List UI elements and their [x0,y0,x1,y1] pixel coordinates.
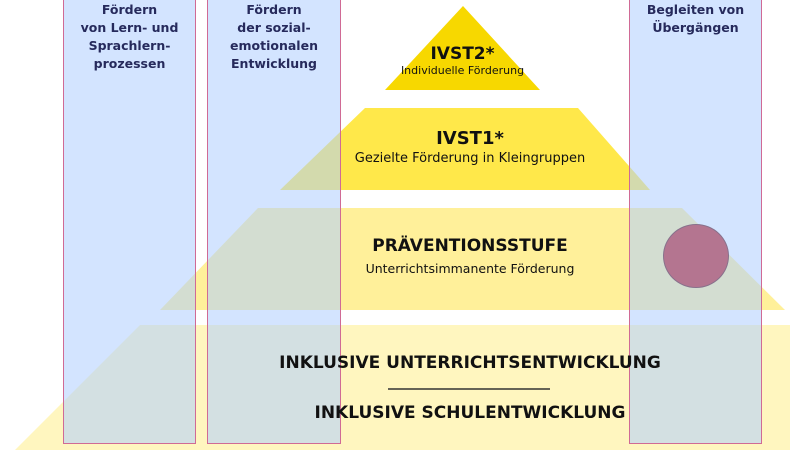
praevention-title: PRÄVENTIONSSTUFE [372,236,568,256]
praevention-subtitle: Unterrichtsimmanente Förderung [365,261,575,276]
base-title-schule: INKLUSIVE SCHULENTWICKLUNG [314,403,626,423]
ivst2-level [385,6,540,90]
ivst2-title: IVST2* [430,44,495,64]
column-uebergaenge: Begleiten von Übergängen [629,0,762,444]
praevention-label: PRÄVENTIONSSTUFE Unterrichtsimmanente Fö… [300,236,640,276]
ivst1-subtitle: Gezielte Förderung in Kleingruppen [354,151,586,166]
column-lern-sprache: Fördern von Lern- und Sprachlern- prozes… [63,0,196,444]
ivst2-subtitle: Individuelle Förderung [400,64,525,77]
ivst1-level [280,108,650,190]
ivst1-title: IVST1* [436,128,504,149]
base-title-unterricht: INKLUSIVE UNTERRICHTSENTWICKLUNG [279,353,661,373]
ivst2-label: IVST2* Individuelle Förderung [385,44,540,77]
ivst1-label: IVST1* Gezielte Förderung in Kleingruppe… [300,128,640,166]
column-sozial-emotional: Fördern der sozial- emotionalen Entwickl… [207,0,341,444]
